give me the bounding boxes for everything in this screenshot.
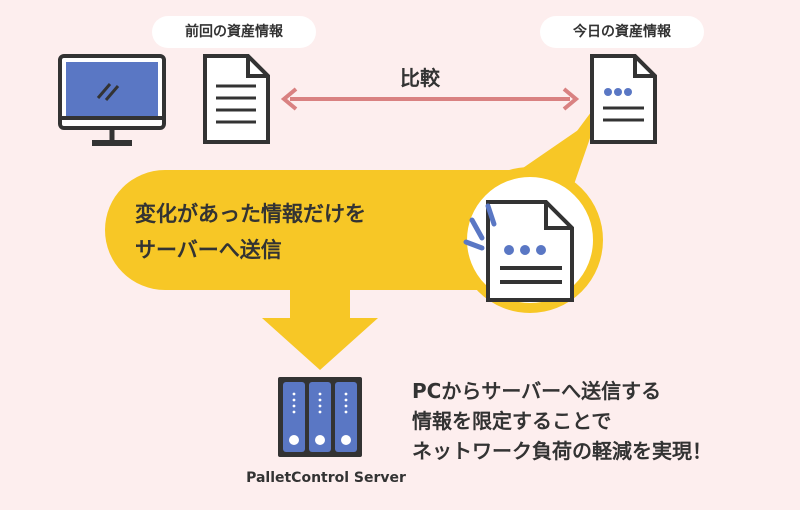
server-label: PalletControl Server — [246, 470, 406, 486]
callout-text: 変化があった情報だけを サーバーへ送信 — [135, 196, 366, 268]
callout-line-2: サーバーへ送信 — [135, 238, 282, 262]
previous-asset-label: 前回の資産情報 — [152, 16, 316, 48]
compare-label: 比較 — [400, 66, 440, 90]
today-document-icon — [590, 54, 657, 144]
callout-line-1: 変化があった情報だけを — [135, 202, 366, 226]
description-line-2: 情報を限定することで — [412, 409, 612, 433]
compare-arrow-icon — [280, 87, 580, 111]
previous-document-icon — [203, 54, 270, 144]
down-arrow-icon — [262, 290, 378, 370]
server-icon — [278, 377, 362, 457]
monitor-icon — [58, 54, 166, 146]
description-text: PCからサーバーへ送信する 情報を限定することで ネットワーク負荷の軽減を実現！ — [412, 376, 712, 466]
today-asset-label: 今日の資産情報 — [540, 16, 704, 48]
description-line-1: PCからサーバーへ送信する — [412, 379, 662, 403]
magnified-document-icon — [457, 167, 603, 313]
description-line-3: ネットワーク負荷の軽減を実現！ — [412, 439, 712, 463]
